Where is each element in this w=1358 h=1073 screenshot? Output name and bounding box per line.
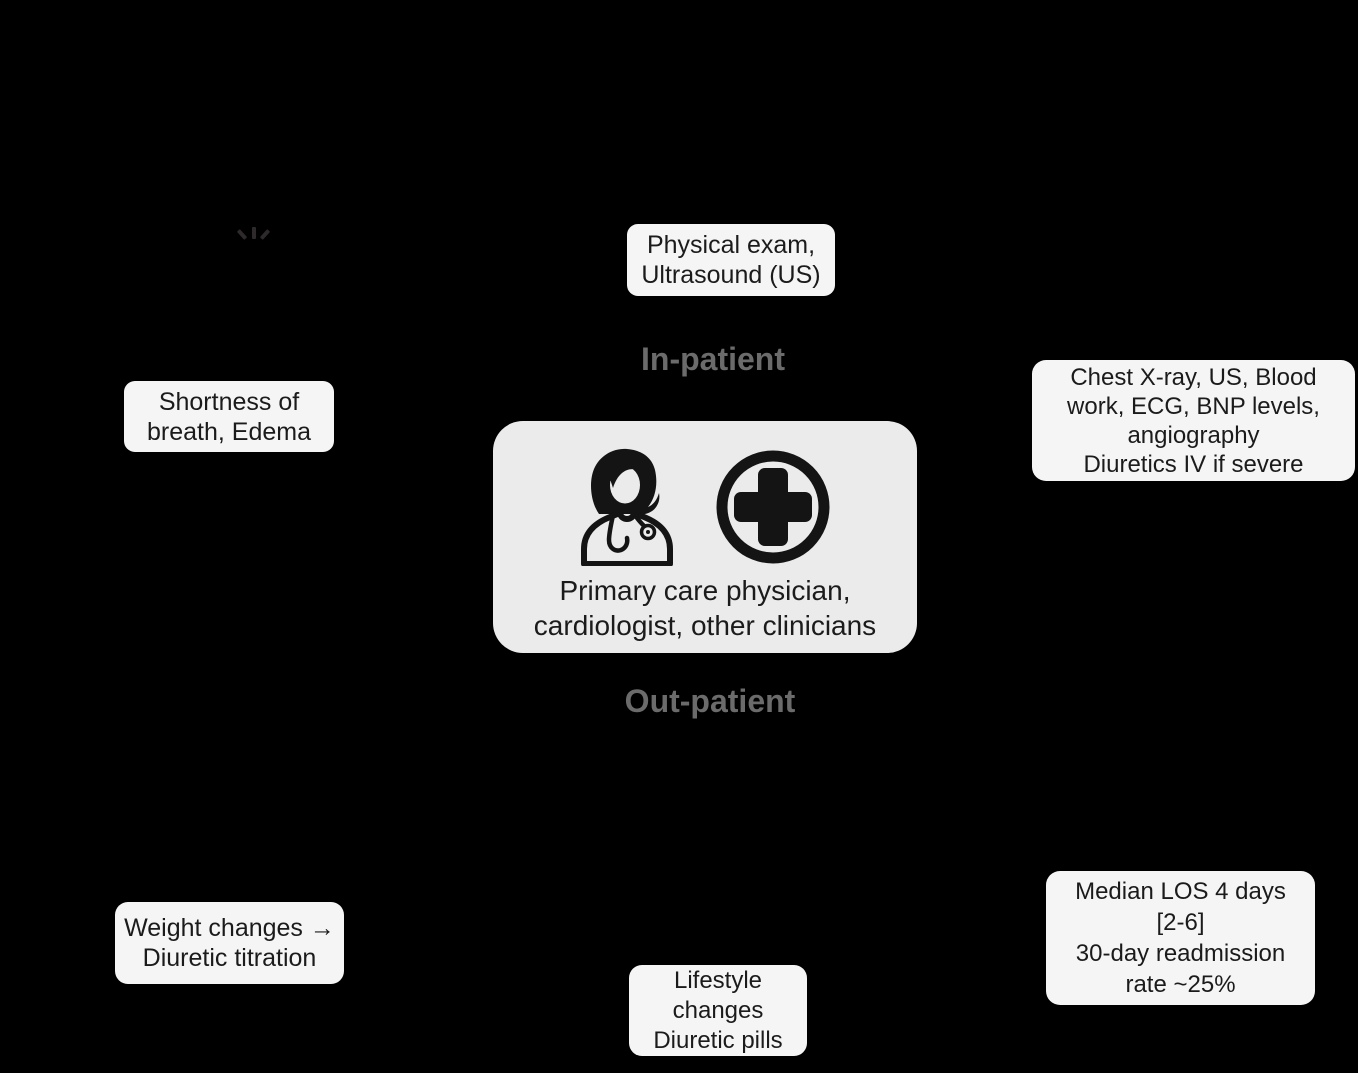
note-line: Physical exam, bbox=[646, 231, 816, 259]
note-line: Diuretic titration bbox=[142, 944, 317, 972]
female-doctor-icon bbox=[581, 448, 673, 566]
clinicians-icons bbox=[577, 446, 833, 567]
inpatient-zone-label: In-patient bbox=[641, 341, 785, 377]
rays-icon bbox=[236, 227, 271, 240]
note-line: Diuretics IV if severe bbox=[1083, 450, 1304, 478]
ray-right-stroke bbox=[259, 229, 271, 240]
note-line: angiography bbox=[1127, 421, 1260, 449]
note-line: changes bbox=[672, 996, 764, 1024]
clinicians-card: Primary care physician, cardiologist, ot… bbox=[493, 421, 917, 653]
note-line: Diuretic pills bbox=[653, 1026, 783, 1054]
physical-exam-note: Physical exam, Ultrasound (US) bbox=[627, 224, 835, 296]
outcomes-note: Median LOS 4 days [2-6] 30-day readmissi… bbox=[1046, 871, 1315, 1005]
note-line: Ultrasound (US) bbox=[641, 261, 821, 289]
card-line: Primary care physician, bbox=[559, 575, 851, 606]
lifestyle-note: Lifestyle changes Diuretic pills bbox=[629, 965, 807, 1056]
note-line: Chest X-ray, US, Blood bbox=[1070, 363, 1317, 391]
note-line: breath, Edema bbox=[147, 417, 311, 446]
ray-left-stroke bbox=[236, 229, 248, 240]
note-line: rate ~25% bbox=[1125, 971, 1236, 998]
note-line: 30-day readmission bbox=[1075, 940, 1286, 967]
clinicians-label: Primary care physician, cardiologist, ot… bbox=[534, 573, 876, 643]
outpatient-zone-label: Out-patient bbox=[624, 683, 796, 719]
note-line: Weight changes → bbox=[124, 914, 335, 942]
note-line: work, ECG, BNP levels, bbox=[1067, 392, 1320, 420]
symptoms-note: Shortness of breath, Edema bbox=[124, 381, 334, 452]
note-line: Shortness of bbox=[158, 387, 300, 416]
note-line: Lifestyle bbox=[673, 966, 763, 994]
note-line: Median LOS 4 days bbox=[1075, 878, 1286, 905]
weight-titration-note: Weight changes → Diuretic titration bbox=[115, 902, 344, 984]
inpatient-tests-note: Chest X-ray, US, Blood work, ECG, BNP le… bbox=[1032, 360, 1355, 481]
medical-cross-icon bbox=[716, 450, 830, 563]
note-line: [2-6] bbox=[1156, 909, 1205, 936]
ray-middle-stroke bbox=[252, 227, 256, 239]
card-line: cardiologist, other clinicians bbox=[533, 610, 877, 641]
